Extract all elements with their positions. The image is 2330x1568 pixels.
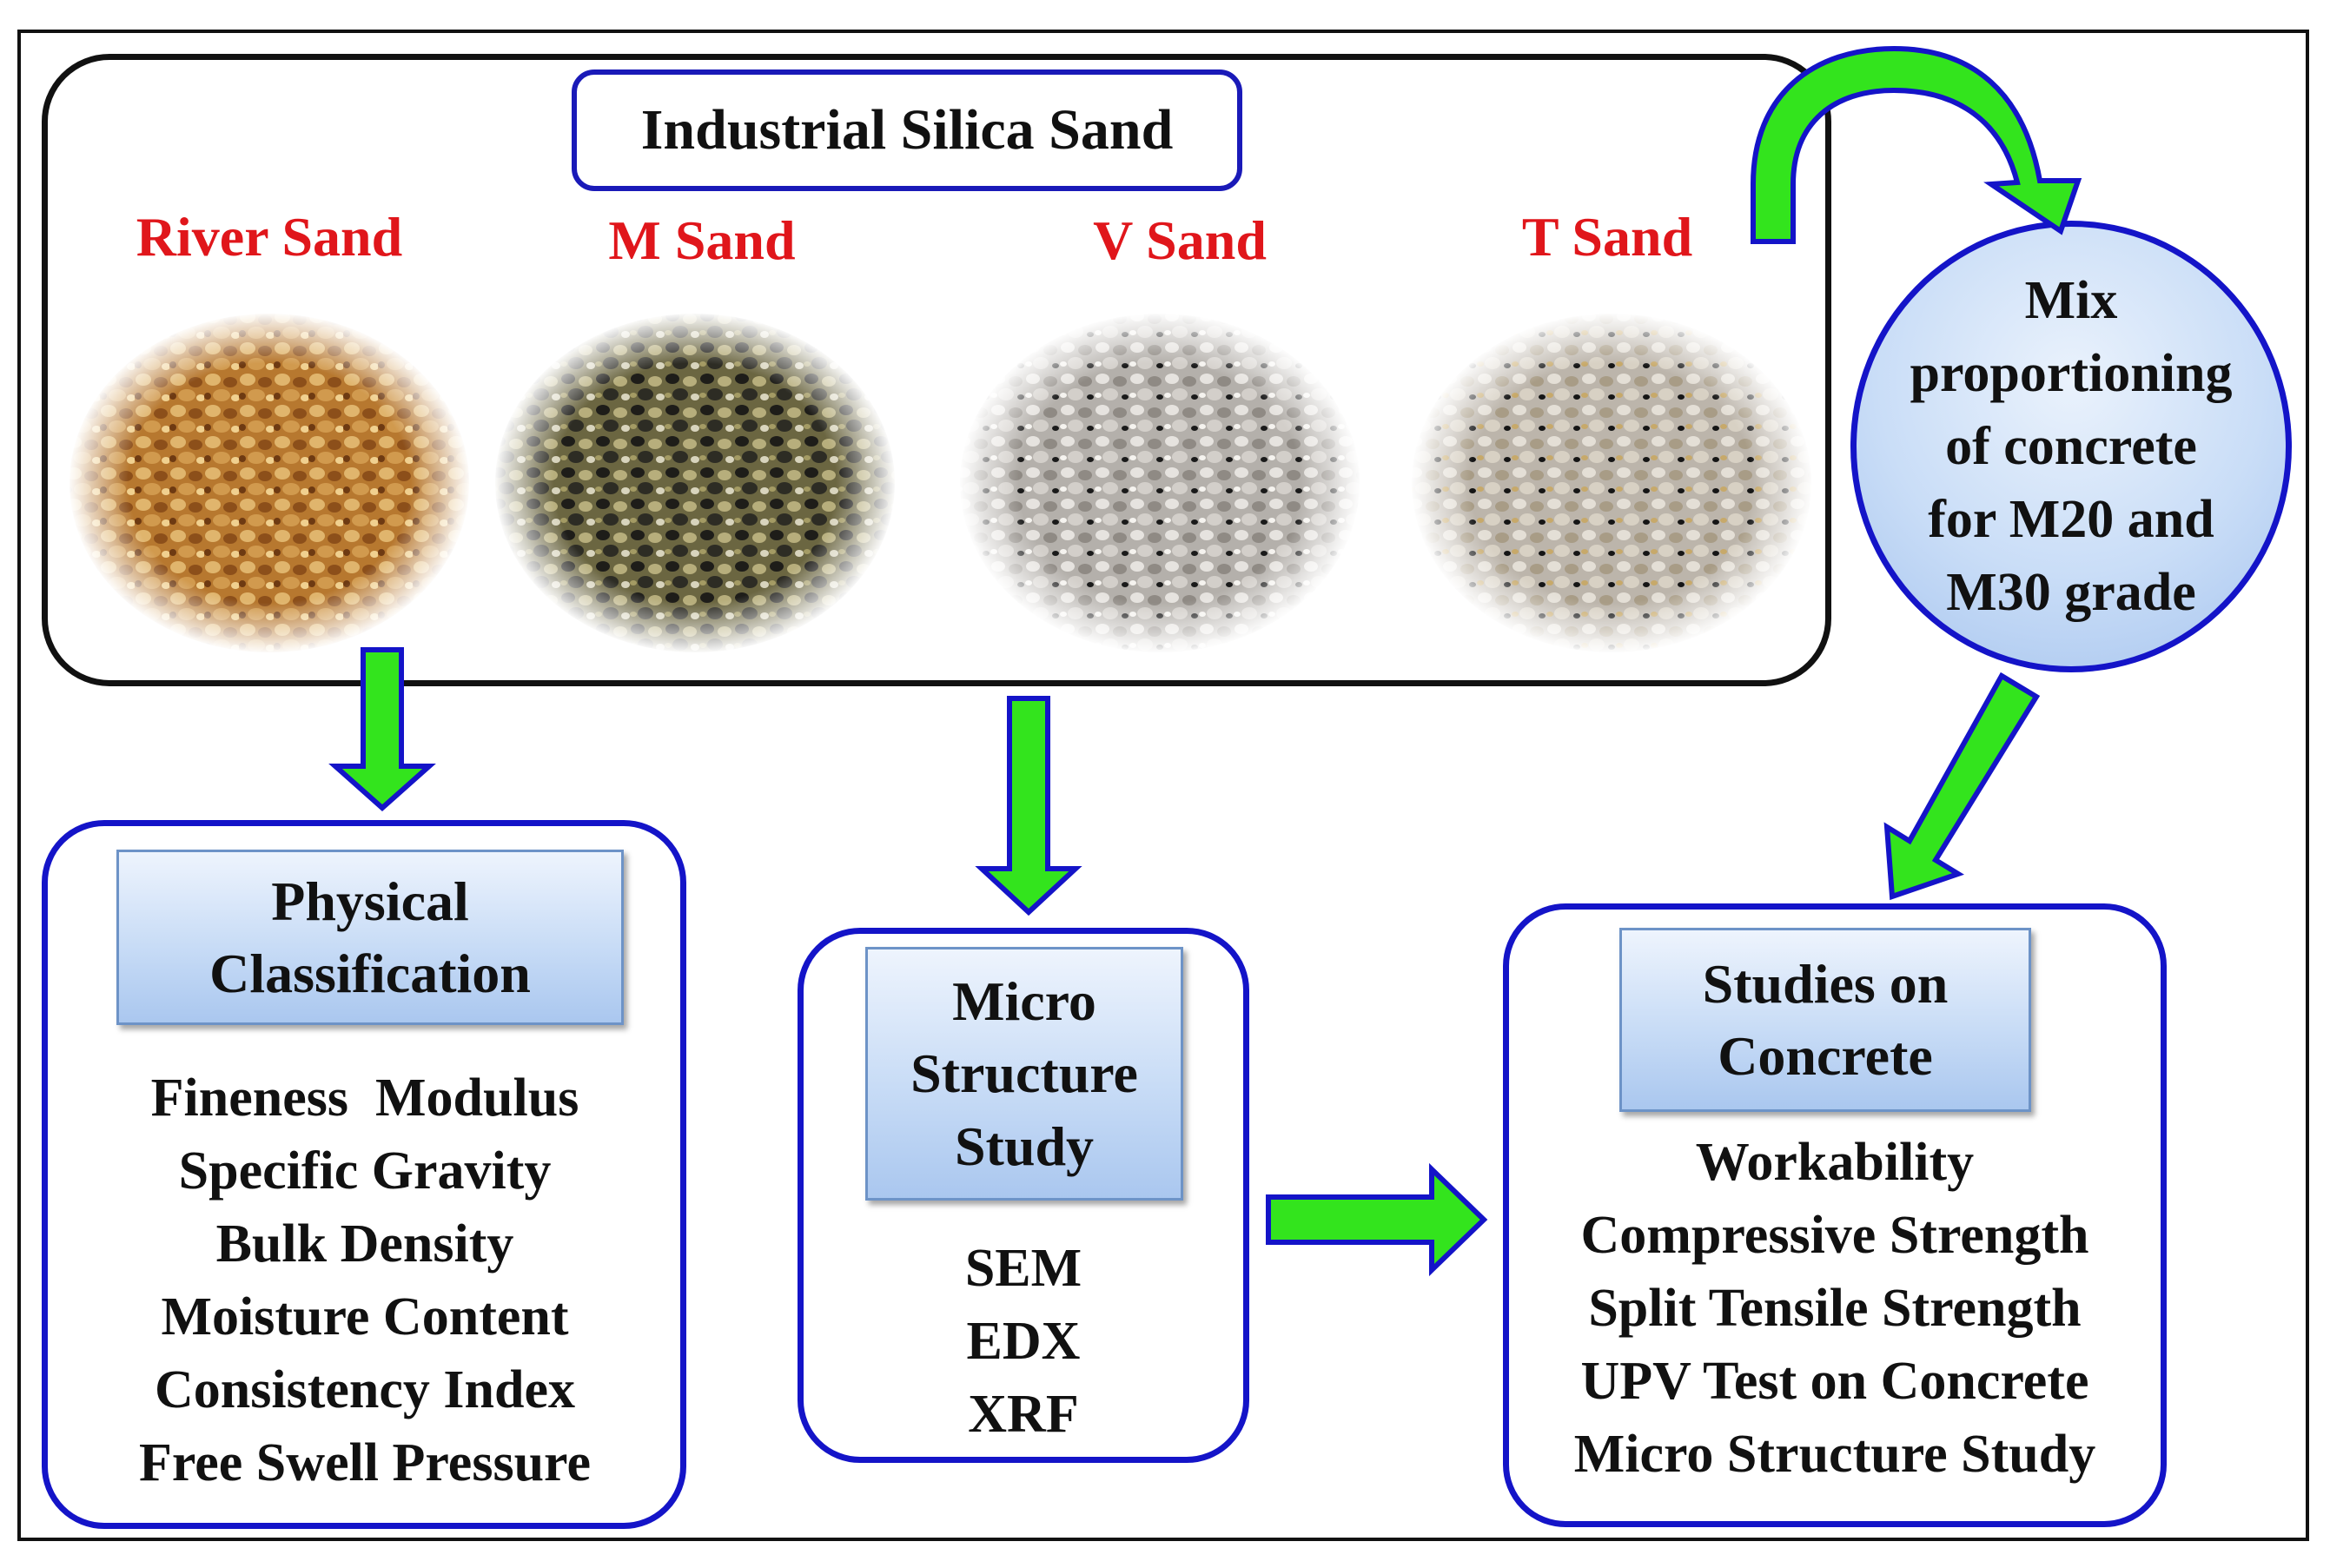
- list-item: Fineness Modulus: [150, 1068, 579, 1128]
- list-item: Specific Gravity: [178, 1141, 552, 1201]
- m-sand-image: [493, 312, 897, 654]
- list-item: EDX: [966, 1312, 1081, 1371]
- curved-arrow-to-mix: [1751, 45, 2082, 244]
- sand-label-river: River Sand: [136, 206, 403, 268]
- list-item: Moisture Content: [161, 1287, 569, 1346]
- mix-proportioning-circle: Mix proportioning of concrete for M20 an…: [1850, 221, 2292, 672]
- mix-line-1: Mix: [2024, 271, 2118, 330]
- physical-header-line-2: Classification: [209, 943, 531, 1004]
- sand-label-m: M Sand: [608, 209, 796, 271]
- list-item: Compressive Strength: [1580, 1206, 2089, 1265]
- physical-header-line-1: Physical: [271, 870, 469, 932]
- list-item: UPV Test on Concrete: [1580, 1352, 2089, 1411]
- river-sand-image: [68, 312, 471, 654]
- concrete-header-line-1: Studies on: [1702, 952, 1949, 1015]
- figure-frame: [17, 30, 2309, 1541]
- mix-line-2: proportioning: [1910, 344, 2233, 403]
- list-item: Micro Structure Study: [1573, 1425, 2096, 1484]
- list-item: Consistency Index: [154, 1360, 575, 1419]
- list-item: XRF: [968, 1385, 1079, 1444]
- micro-header-line-3: Study: [954, 1115, 1095, 1177]
- right-arrow-concrete: [1266, 1162, 1488, 1277]
- diagonal-arrow-mix-to-concrete: [1883, 672, 2041, 901]
- list-item: Free Swell Pressure: [139, 1433, 591, 1492]
- physical-classification-header: Physical Classification: [116, 850, 624, 1025]
- concrete-header-line-2: Concrete: [1718, 1025, 1933, 1087]
- micro-header-line-1: Micro: [952, 970, 1096, 1033]
- mix-line-4: for M20 and: [1928, 490, 2214, 549]
- industrial-silica-sand-title: Industrial Silica Sand: [572, 69, 1242, 191]
- v-sand-image: [958, 312, 1361, 654]
- list-item: Split Tensile Strength: [1588, 1279, 2082, 1338]
- list-item: Bulk Density: [215, 1214, 514, 1274]
- t-sand-image: [1410, 312, 1813, 654]
- micro-methods-list: SEM EDX XRF: [808, 1232, 1239, 1451]
- down-arrow-physical: [328, 647, 436, 812]
- down-arrow-micro: [975, 696, 1082, 916]
- micro-header-line-2: Structure: [910, 1042, 1138, 1105]
- concrete-tests-list: Workability Compressive Strength Split T…: [1513, 1126, 2156, 1491]
- mix-line-3: of concrete: [1945, 417, 2197, 476]
- mix-line-5: M30 grade: [1946, 563, 2196, 622]
- studies-on-concrete-header: Studies on Concrete: [1619, 928, 2031, 1112]
- sand-label-v: V Sand: [1093, 209, 1267, 271]
- list-item: Workability: [1695, 1133, 1975, 1192]
- physical-properties-list: Fineness Modulus Specific Gravity Bulk D…: [52, 1062, 678, 1499]
- micro-structure-header: Micro Structure Study: [865, 947, 1183, 1201]
- sand-label-t: T Sand: [1521, 206, 1693, 268]
- list-item: SEM: [964, 1239, 1082, 1298]
